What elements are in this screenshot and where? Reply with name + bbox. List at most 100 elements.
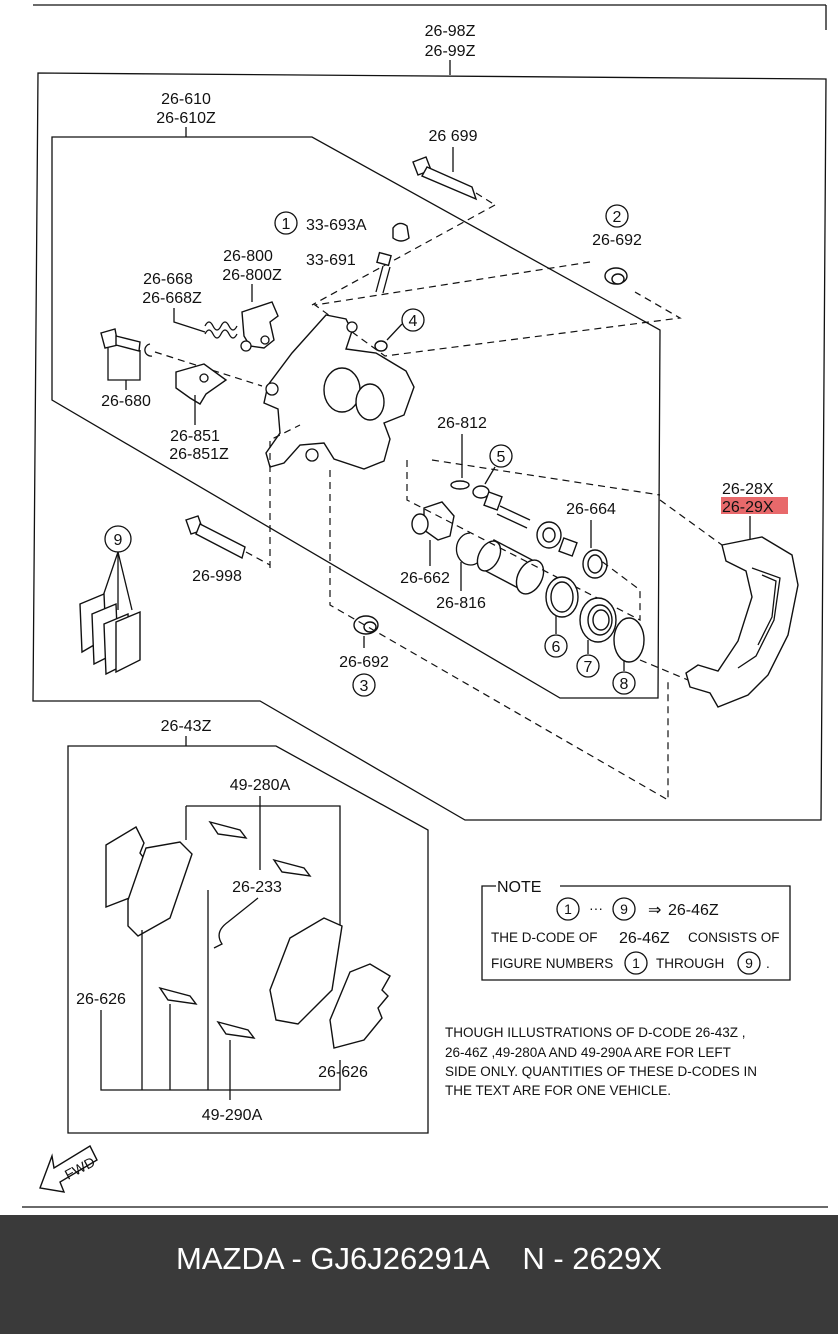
- label-shim-right: 26-626: [318, 1064, 368, 1081]
- label-bracket-a: 26-800: [223, 248, 273, 265]
- label-caliper-a: 26-610: [161, 91, 211, 108]
- pad-kit-outline: [67, 745, 429, 1134]
- part-664-group: [536, 521, 608, 579]
- note-line1-a: THE D-CODE OF: [491, 930, 598, 945]
- callout-number-8: 8: [620, 676, 629, 693]
- disclaimer-line-3: SIDE ONLY. QUANTITIES OF THESE D-CODES I…: [445, 1064, 757, 1079]
- pin-part: [185, 515, 246, 560]
- label-adjuster: 26-662: [400, 570, 450, 587]
- label-top-code-b: 26-99Z: [425, 43, 476, 60]
- dash-piston-group: [406, 460, 641, 621]
- note-range-to: 9: [620, 901, 628, 917]
- pad-set-part: [79, 592, 141, 676]
- spring-part: [204, 321, 238, 339]
- callout-circle-4: [401, 308, 425, 332]
- bracket-part: [240, 301, 279, 352]
- callout-circle-6: [544, 634, 568, 658]
- callout-circle-3: [352, 673, 376, 697]
- label-bracket-28x: 26-28X: [722, 481, 774, 498]
- note-range-from: 1: [564, 901, 572, 917]
- label-clip-b: 26-851Z: [169, 446, 229, 463]
- label-bolt-left: 26-680: [101, 393, 151, 410]
- seal-part: [450, 480, 470, 490]
- dash-bolt-top-b: [311, 204, 496, 306]
- note-range-dots: ···: [589, 900, 603, 916]
- label-pin: 26-998: [192, 568, 242, 585]
- part-8-ring: [613, 617, 645, 663]
- label-top-code-a: 26-98Z: [425, 23, 476, 40]
- label-clip-a: 26-851: [170, 428, 220, 445]
- part-7-ring: [579, 597, 617, 643]
- spring-233-part: [213, 897, 259, 949]
- callout-number-5: 5: [497, 449, 506, 466]
- note-circle-line2-from: [624, 951, 648, 975]
- dash-bracket-bottom: [639, 659, 689, 681]
- label-shim-a: 49-280A: [230, 777, 291, 794]
- note-box: NOTE 1 ··· 9 ⇒ 26-46Z THE D-CODE OF 26-4…: [481, 879, 791, 981]
- clip-part: [175, 363, 228, 405]
- caliper-body-part: [263, 314, 415, 470]
- adjuster-part: [411, 491, 531, 541]
- callout-number-1: 1: [282, 216, 291, 233]
- cap-part: [392, 222, 410, 242]
- fwd-arrow-icon: FWD: [39, 1145, 98, 1193]
- note-title: NOTE: [497, 879, 541, 896]
- note-line1-code: 26-46Z: [619, 930, 670, 947]
- note-line2-mid: THROUGH: [656, 956, 724, 971]
- dash-piston-top: [431, 459, 661, 496]
- disclaimer-line-2: 26-46Z ,49-280A AND 49-290A ARE FOR LEFT: [445, 1045, 731, 1060]
- label-spring-b: 26-668Z: [142, 290, 202, 307]
- outer-assembly-outline: [32, 72, 827, 821]
- callout-number-9: 9: [114, 532, 123, 549]
- label-bracket-b: 26-800Z: [222, 267, 282, 284]
- part-6-ring: [545, 576, 579, 618]
- label-snap-ring: 26-816: [436, 595, 486, 612]
- leader-spring: [173, 308, 206, 333]
- leader-bolt-left: [107, 348, 141, 381]
- label-bolt-top: 26 699: [429, 128, 478, 145]
- bleeder-part: [375, 251, 392, 294]
- note-line2-to: 9: [745, 955, 753, 971]
- caption-bar: MAZDA - GJ6J26291A N - 2629X: [0, 1215, 838, 1334]
- callout-circle-8: [612, 671, 636, 695]
- label-boot-3: 26-692: [339, 654, 389, 671]
- callout-number-2: 2: [613, 209, 622, 226]
- note-circle-line2-to: [737, 951, 761, 975]
- label-bleeder: 33-691: [306, 252, 356, 269]
- note-circle-to: [612, 897, 636, 921]
- label-spring-233: 26-233: [232, 879, 282, 896]
- callout-circle-2: [605, 204, 629, 228]
- dash-bracket-top: [659, 499, 723, 546]
- label-bracket-29x: 26-29X: [722, 499, 774, 516]
- callout-circle-5: [489, 444, 513, 468]
- note-line2-from: 1: [632, 955, 640, 971]
- callout-circle-1: [274, 211, 298, 235]
- part-4: [374, 340, 388, 352]
- parts-diagram: 26-98Z 26-99Z 26-610 26-610Z 26 699 1 33…: [22, 4, 828, 1208]
- caliper-bracket-part: [685, 536, 799, 708]
- callout-number-6: 6: [552, 639, 561, 656]
- highlight-bracket-29x: [721, 497, 788, 514]
- label-spring-a: 26-668: [143, 271, 193, 288]
- dash-boot-2: [313, 261, 682, 357]
- label-cap: 33-693A: [306, 217, 367, 234]
- label-shim-left: 26-626: [76, 991, 126, 1008]
- note-line2-end: .: [766, 956, 770, 971]
- callout-number-3: 3: [360, 678, 369, 695]
- bolt-top-part: [412, 156, 478, 201]
- disclaimer-line-1: THOUGH ILLUSTRATIONS OF D-CODE 26-43Z ,: [445, 1025, 746, 1040]
- leader-4: [386, 323, 403, 341]
- piston-part: [476, 539, 545, 595]
- dash-bolt-top: [475, 192, 496, 206]
- label-seal: 26-812: [437, 415, 487, 432]
- bolt-left-part: [100, 328, 153, 357]
- callout-number-4: 4: [409, 313, 418, 330]
- note-line1-b: CONSISTS OF: [688, 930, 780, 945]
- disclaimer-line-4: THE TEXT ARE FOR ONE VEHICLE.: [445, 1083, 671, 1098]
- callout-circle-7: [576, 654, 600, 678]
- note-arrow: ⇒: [648, 902, 661, 919]
- label-part-664: 26-664: [566, 501, 616, 518]
- note-line2-a: FIGURE NUMBERS: [491, 956, 613, 971]
- boot-part-2: [604, 267, 628, 285]
- label-boot-2: 26-692: [592, 232, 642, 249]
